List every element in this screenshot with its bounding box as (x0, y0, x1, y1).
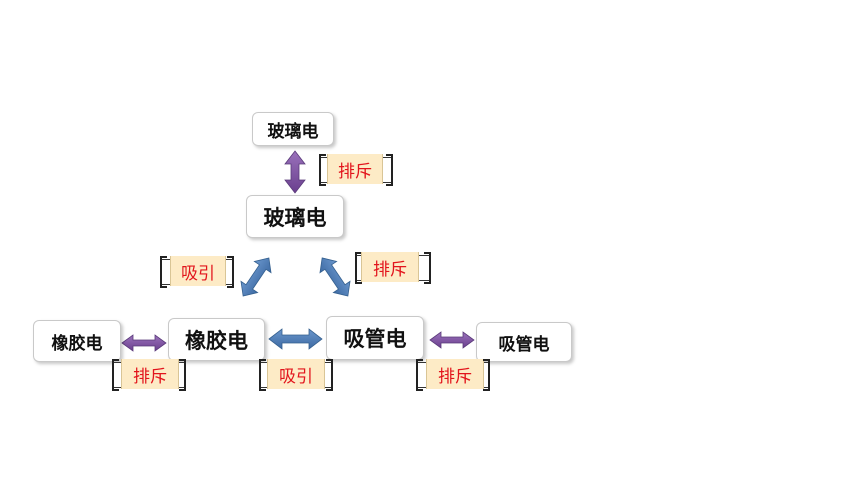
arrow-glass-glass (284, 150, 306, 194)
node-rubber-center: 橡胶电 (168, 318, 265, 361)
node-rubber-left: 橡胶电 (33, 320, 121, 362)
label-glass-rubber-text: 吸引 (170, 256, 226, 286)
label-rubber-rubber-text: 排斥 (121, 359, 179, 389)
node-straw-center: 吸管电 (326, 316, 424, 360)
label-straw-straw: 排斥 (416, 359, 490, 391)
label-rubber-rubber: 排斥 (112, 359, 186, 391)
label-glass-straw-text: 排斥 (361, 252, 419, 282)
label-glass-straw: 排斥 (355, 252, 431, 284)
node-glass-center: 玻璃电 (246, 195, 344, 238)
label-rubber-straw: 吸引 (259, 359, 333, 391)
node-straw-right: 吸管电 (476, 322, 572, 362)
label-glass-rubber: 吸引 (160, 256, 234, 288)
arrow-straw-straw (429, 331, 475, 349)
label-glass-glass-text: 排斥 (327, 154, 383, 184)
arrow-rubber-straw (268, 328, 323, 350)
node-glass-top: 玻璃电 (252, 112, 334, 146)
label-rubber-straw-text: 吸引 (267, 359, 325, 389)
label-glass-glass: 排斥 (319, 154, 393, 186)
arrow-rubber-rubber (121, 334, 167, 352)
arrow-glass-straw (319, 257, 351, 297)
label-straw-straw-text: 排斥 (426, 359, 484, 389)
arrow-glass-rubber (240, 257, 272, 297)
